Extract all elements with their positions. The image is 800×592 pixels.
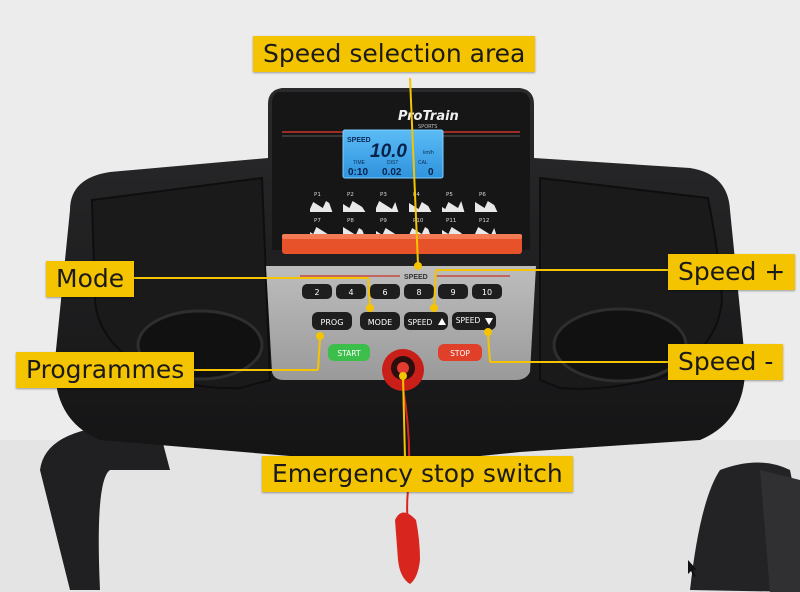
emergency-stop-key[interactable] (382, 349, 424, 391)
leader-programmes-v (317, 337, 321, 371)
lcd-speed-unit: km/h (423, 150, 434, 156)
program-label-p6: P6 (479, 192, 486, 198)
lcd-speed-tag: SPEED (347, 137, 371, 144)
program-label-p2: P2 (347, 192, 354, 198)
stop-button-label: STOP (450, 349, 470, 358)
program-profile-p4 (409, 202, 432, 212)
speed-key-label-2: 2 (314, 288, 319, 297)
lcd-dist-tag: DIST (387, 160, 398, 166)
callout-speed-minus: Speed - (668, 344, 784, 380)
program-label-p5: P5 (446, 192, 453, 198)
prog-button-label: PROG (321, 318, 344, 327)
lcd-time-tag: TIME (353, 160, 366, 166)
callout-mode: Mode (46, 261, 135, 297)
leader-emergency (402, 375, 406, 459)
callout-programmes: Programmes (16, 352, 195, 388)
lcd-cal-value: 0 (428, 167, 434, 178)
right-frame-post (760, 470, 800, 592)
program-label-p12: P12 (479, 218, 489, 224)
speed-down-label: SPEED (456, 316, 481, 325)
start-button-label: START (337, 349, 361, 358)
speed-key-9[interactable]: 9 (438, 284, 468, 299)
leader-dot-mode (366, 304, 374, 312)
triangle-up-icon (438, 318, 446, 325)
orange-accent-highlight (282, 234, 522, 239)
quick-speed-keys: 2 4 6 8 9 10 (302, 284, 502, 299)
speed-key-label-6: 6 (382, 288, 387, 297)
leader-dot-speed-plus (430, 304, 438, 312)
program-profile-p3 (376, 201, 399, 212)
speed-key-label-8: 8 (416, 288, 421, 297)
lcd-cal-tag: CAL (418, 160, 428, 166)
program-profile-p1 (310, 201, 333, 212)
speed-key-2[interactable]: 2 (302, 284, 332, 299)
leader-speed-minus-v (487, 333, 491, 363)
start-button[interactable]: START (328, 344, 370, 361)
program-label-p10: P10 (413, 218, 424, 224)
stop-button[interactable]: STOP (438, 344, 482, 361)
lcd-dist-value: 0.02 (382, 167, 402, 178)
speed-key-label-10: 10 (482, 288, 492, 297)
speed-key-label-4: 4 (348, 288, 353, 297)
leader-speed-plus-v (433, 269, 437, 307)
lcd-speed-value: 10.0 (370, 141, 407, 162)
program-label-p8: P8 (347, 218, 354, 224)
speed-key-4[interactable]: 4 (336, 284, 366, 299)
speed-up-button[interactable]: SPEED (404, 312, 448, 330)
callout-speed-selection: Speed selection area (253, 36, 536, 72)
brand-sub: SPORTS (418, 124, 437, 130)
speed-key-6[interactable]: 6 (370, 284, 400, 299)
panel-speed-label: SPEED (404, 274, 428, 281)
mode-button[interactable]: MODE (360, 312, 400, 330)
safety-key-clip[interactable] (395, 512, 420, 585)
program-label-p1: P1 (314, 192, 321, 198)
left-handrail (40, 425, 170, 590)
speed-down-button[interactable]: SPEED (452, 312, 496, 330)
leader-mode-v (367, 277, 371, 307)
leader-dot-emergency (399, 372, 407, 380)
leader-dot-speed-minus (484, 328, 492, 336)
program-label-p4: P4 (413, 192, 420, 198)
brand-logo: ProTrain (398, 109, 459, 124)
triangle-down-icon (485, 318, 493, 325)
program-label-p7: P7 (314, 218, 321, 224)
callout-emergency-stop: Emergency stop switch (262, 456, 573, 492)
leader-dot-speed-selection (414, 262, 422, 270)
leader-dot-programmes (316, 332, 324, 340)
speed-up-label: SPEED (408, 318, 433, 327)
mouse-pointer-icon (688, 560, 697, 577)
program-label-p9: P9 (380, 218, 387, 224)
program-label-p3: P3 (380, 192, 387, 198)
speed-key-label-9: 9 (450, 288, 455, 297)
mode-button-label: MODE (368, 318, 392, 327)
lcd-time-value: 0:10 (348, 167, 368, 178)
callout-speed-plus: Speed + (668, 254, 796, 290)
program-label-p11: P11 (446, 218, 456, 224)
speed-key-10[interactable]: 10 (472, 284, 502, 299)
program-profile-p2 (343, 201, 366, 212)
speed-key-8[interactable]: 8 (404, 284, 434, 299)
leader-lines (132, 77, 670, 459)
program-profile-p6 (475, 201, 498, 212)
leader-speed-selection (409, 77, 419, 265)
lcd-display (342, 129, 444, 179)
prog-button[interactable]: PROG (312, 312, 352, 330)
program-profile-p5 (442, 201, 465, 212)
right-cup-holder (552, 307, 688, 383)
